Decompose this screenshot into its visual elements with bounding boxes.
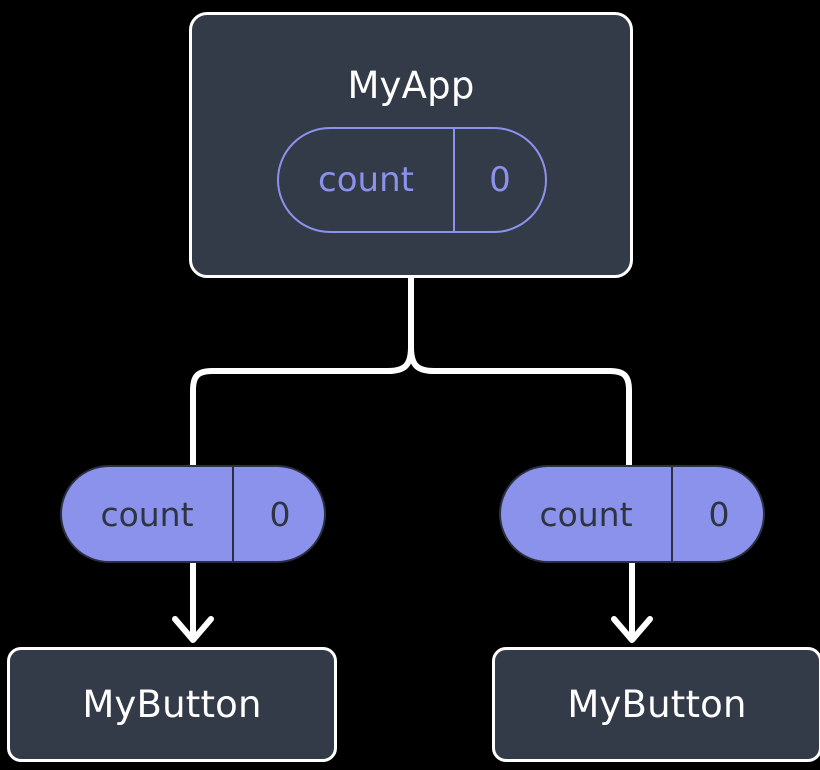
component-node-mybutton-left[interactable]: MyButton [7, 647, 337, 762]
state-pill-myapp[interactable]: count 0 [277, 127, 547, 233]
prop-pill-left-key: count [100, 494, 194, 534]
prop-pill-right-key: count [539, 494, 633, 534]
prop-pill-right-value: 0 [708, 494, 730, 534]
component-title-myapp: MyApp [347, 64, 475, 107]
prop-pill-left[interactable]: count 0 [60, 465, 326, 563]
prop-pill-left-divider [232, 467, 234, 561]
fork-wire [190, 344, 414, 469]
component-title-mybutton-left: MyButton [82, 683, 262, 726]
arrow-head-right [611, 616, 653, 643]
state-pill-key: count [318, 160, 414, 200]
state-pill-divider [453, 129, 455, 231]
component-node-mybutton-right[interactable]: MyButton [492, 647, 820, 762]
prop-pill-right-divider [671, 467, 673, 561]
state-pill-value: 0 [489, 160, 511, 200]
component-title-mybutton-right: MyButton [567, 683, 747, 726]
fork-wire-right [408, 344, 632, 469]
prop-pill-left-value: 0 [269, 494, 291, 534]
prop-pill-right[interactable]: count 0 [499, 465, 765, 563]
arrow-head-left [172, 616, 214, 643]
